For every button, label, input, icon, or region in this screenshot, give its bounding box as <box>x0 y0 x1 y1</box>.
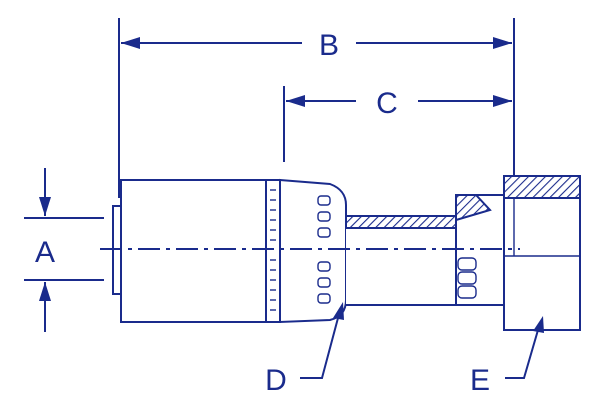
arrowhead-a-top <box>39 197 51 216</box>
hose-fitting <box>112 175 581 331</box>
dimension-b: B <box>118 18 515 198</box>
arrowhead-b-right <box>493 37 512 49</box>
knurl-lines <box>270 189 276 311</box>
label-d: D <box>265 364 287 397</box>
arrowhead-c-right <box>493 95 512 107</box>
arrowhead-b-left <box>121 37 140 49</box>
swivel-nut <box>503 175 581 331</box>
stem-section <box>345 215 459 229</box>
ferrule-shoulder <box>279 178 347 324</box>
label-b: B <box>319 29 339 62</box>
dimension-c: C <box>283 86 512 162</box>
knurled-ring <box>265 179 281 323</box>
leader-line-d <box>300 317 339 379</box>
stem-tube <box>346 227 459 306</box>
crimp-grooves <box>317 195 331 304</box>
leader-d: D <box>265 302 344 397</box>
label-a: A <box>35 236 55 269</box>
arrowhead-a-bottom <box>39 282 51 301</box>
nut-section <box>503 175 581 199</box>
leader-e: E <box>470 316 544 397</box>
dimension-a: A <box>24 168 104 332</box>
hex-flats <box>457 257 477 299</box>
arrowhead-d <box>333 302 344 320</box>
leader-line-e <box>505 329 539 379</box>
ferrule <box>120 179 271 323</box>
arrowhead-c-left <box>286 95 305 107</box>
arrowhead-e <box>533 316 544 333</box>
label-c: C <box>376 87 398 120</box>
label-e: E <box>470 364 490 397</box>
hex-section <box>455 194 492 222</box>
